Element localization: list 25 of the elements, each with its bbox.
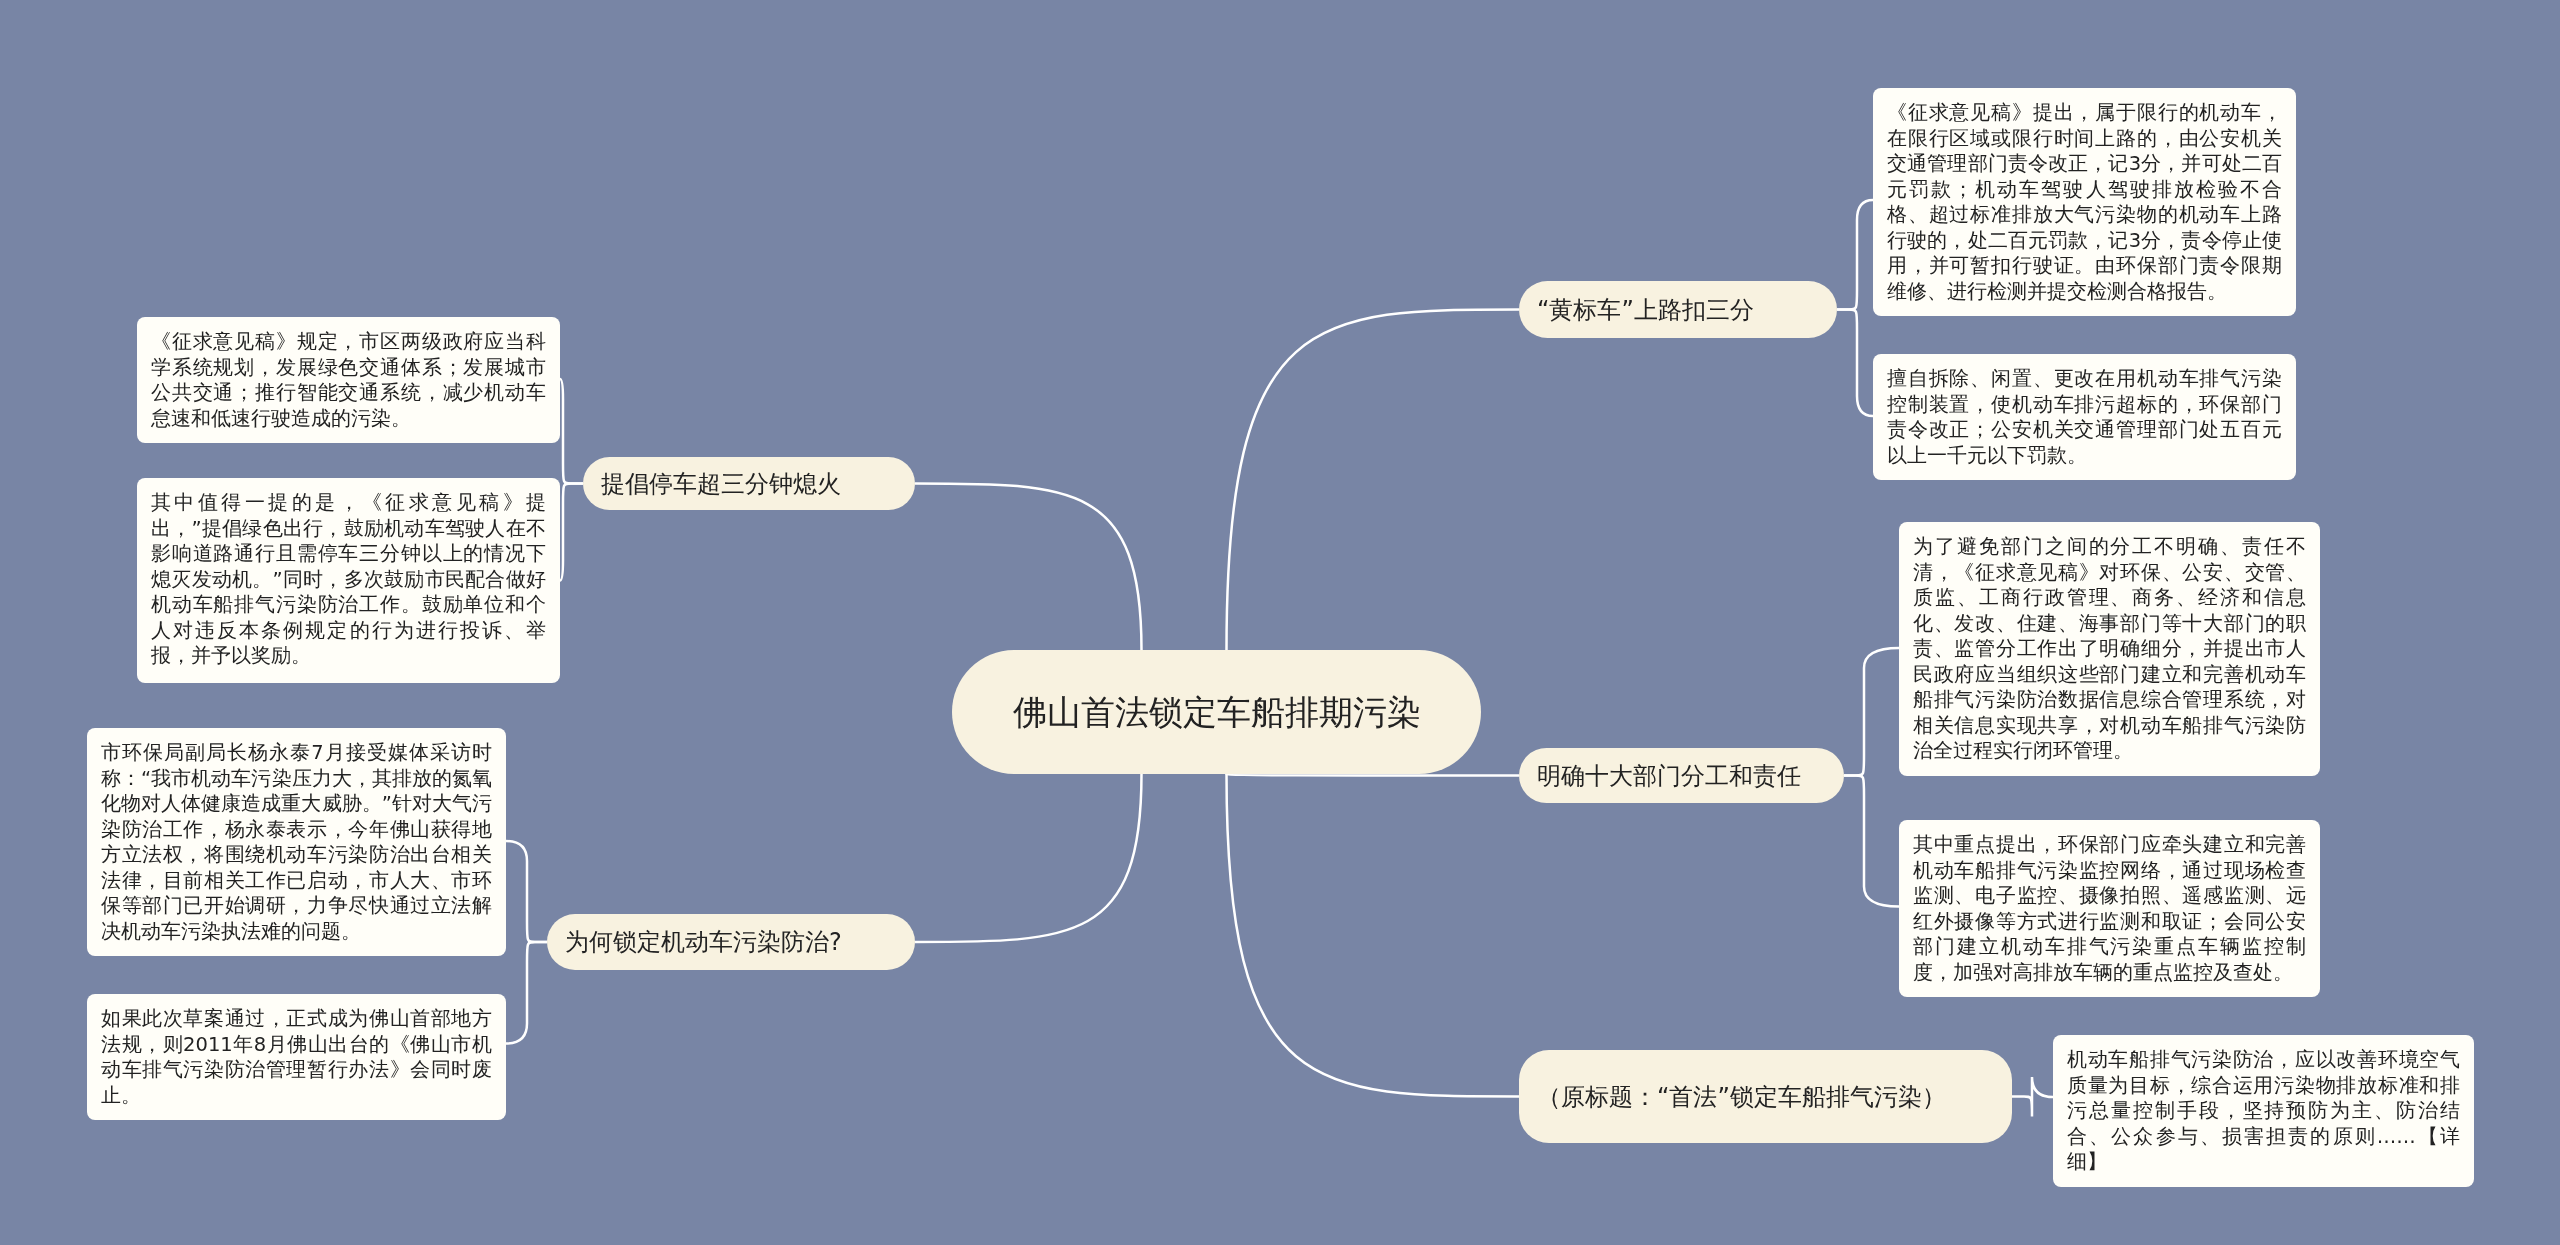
connector-line <box>559 482 583 582</box>
connector-line <box>1844 774 1900 908</box>
note-card: 《征求意见稿》提出，属于限行的机动车，在限行区域或限行时间上路的，由公安机关交通管理部门责令改正，记3分，并可处二百元罚款；机动车驾驶人驾驶排放检验不合格、超过标准排放大气污染物的机动车上路行驶的，处二百元罚款，记3分，责令停止使用，并可暂扣行驶证。由环保部门责令限期维修、进行检测并提交检测合格报告。 <box>1873 88 2296 316</box>
note-card: 其中重点提出，环保部门应牵头建立和完善机动车船排气污染监控网络，通过现场检查监测、电子监控、摄像拍照、遥感监测、远红外摄像等方式进行监测和取证；会同公安部门建立机动车排气污染重点车辆监控制度，加强对高排放车辆的重点监控及查处。 <box>1899 820 2320 997</box>
note-card: 为了避免部门之间的分工不明确、责任不清，《征求意见稿》对环保、公安、交管、质监、工商行政管理、商务、经济和信息化、发改、住建、海事部门等十大部门的职责、监管分工作出了明确细分，并提出市人民政府应当组织这些部门建立和完善机动车船排气污染防治数据信息综合管理系统，对相关信息实现共享，对机动车船排气污染防治全过程实行闭环管理。 <box>1899 522 2320 776</box>
branch-box: “黄标车”上路扣三分 <box>1519 281 1837 338</box>
note-card: 机动车船排气污染防治，应以改善环境空气质量为目标，综合运用污染物排放标准和排污总量控制手段，坚持预防为主、防治结合、公众参与、损害担责的原则……【详细】 <box>2053 1035 2474 1187</box>
topic-box: 佛山首法锁定车船排期污染 <box>952 650 1481 774</box>
connector-line <box>2012 1075 2054 1118</box>
connector-line <box>505 940 547 1045</box>
connector-line <box>915 482 1143 651</box>
branch-box: 提倡停车超三分钟熄火 <box>583 457 915 510</box>
connector-line <box>1837 308 1874 418</box>
connector-line <box>1225 773 1519 1098</box>
connector-line <box>1225 308 1519 651</box>
note-card: 其中值得一提的是，《征求意见稿》提出，”提倡绿色出行，鼓励机动车驾驶人在不影响道路通行且需停车三分钟以上的情况下熄灭发动机。”同时，多次鼓励市民配合做好机动车船排气污染防治工作。鼓励单位和个人对违反本条例规定的行为进行投诉、举报，并予以奖励。 <box>137 478 560 683</box>
branch-box: 为何锁定机动车污染防治? <box>547 914 915 970</box>
note-card: 市环保局副局长杨永泰7月接受媒体采访时称：“我市机动车污染压力大，其排放的氮氧化物对人体健康造成重大威胁。”针对大气污染防治工作，杨永泰表示，今年佛山获得地方立法权，将围绕机动车污染防治出台相关法律，目前相关工作已启动，市人大、市环保等部门已开始调研，力争尽快通过立法解决机动车污染执法难的问题。 <box>87 728 506 956</box>
note-card: 《征求意见稿》规定，市区两级政府应当科学系统规划，发展绿色交通体系；发展城市公共交通；推行智能交通系统，减少机动车怠速和低速行驶造成的污染。 <box>137 317 560 443</box>
note-card: 擅自拆除、闲置、更改在用机动车排气污染控制装置，使机动车排污超标的，环保部门责令改正；公安机关交通管理部门处五百元以上一千元以下罚款。 <box>1873 354 2296 480</box>
connector-line <box>915 773 1143 944</box>
connector-line <box>1226 772 1519 777</box>
branch-box: 明确十大部门分工和责任 <box>1519 748 1844 803</box>
branch-box: （原标题：“首法”锁定车船排气污染） <box>1519 1050 2012 1143</box>
note-card: 如果此次草案通过，正式成为佛山首部地方法规，则2011年8月佛山出台的《佛山市机动车排气污染防治管理暂行办法》会同时废止。 <box>87 994 506 1120</box>
